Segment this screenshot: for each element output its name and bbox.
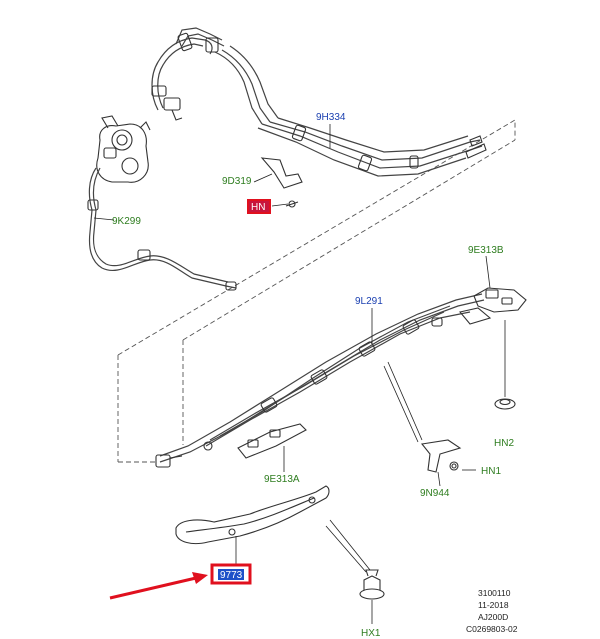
red-pointer-arrow (109, 572, 208, 600)
main-pipe-harness (155, 287, 527, 468)
label-9L291[interactable]: 9L291 (355, 296, 383, 307)
turbo-unit-with-hose (87, 115, 237, 291)
label-HN2[interactable]: HN2 (494, 438, 514, 449)
fuel-pipe-assembly-top (151, 27, 487, 208)
part-labels: 9H334 9D319 HN 9K299 9E313B 9L291 HN2 HN… (112, 112, 514, 639)
label-9773-highlighted[interactable]: 9773 (220, 570, 243, 581)
fastener-HX1 (359, 569, 385, 600)
fastener-HN2 (494, 320, 516, 410)
assembly-boundary-dashed (117, 119, 516, 463)
label-HN-highlighted[interactable]: HN (251, 202, 265, 213)
label-HN1[interactable]: HN1 (481, 466, 501, 477)
fastener-HN1 (449, 461, 459, 471)
ref-line-4: C0269803-02 (466, 624, 518, 634)
label-9D319[interactable]: 9D319 (222, 176, 252, 187)
label-HX1[interactable]: HX1 (361, 628, 381, 639)
ref-line-1: 3100110 (478, 588, 511, 598)
ref-line-2: 11-2018 (478, 600, 509, 610)
clip-9N944 (420, 439, 462, 473)
leader-lines (93, 124, 491, 624)
ref-line-3: AJ200D (478, 612, 508, 622)
label-9E313B[interactable]: 9E313B (468, 245, 504, 256)
highlight-text-bg-9773 (218, 569, 244, 580)
heat-shield (175, 485, 330, 545)
label-9K299[interactable]: 9K299 (112, 216, 141, 227)
reference-block: 3100110 11-2018 AJ200D C0269803-02 (466, 588, 518, 634)
label-9N944[interactable]: 9N944 (420, 488, 450, 499)
label-9H334[interactable]: 9H334 (316, 112, 346, 123)
label-9E313A[interactable]: 9E313A (264, 474, 300, 485)
highlight-box-HN (247, 199, 271, 214)
